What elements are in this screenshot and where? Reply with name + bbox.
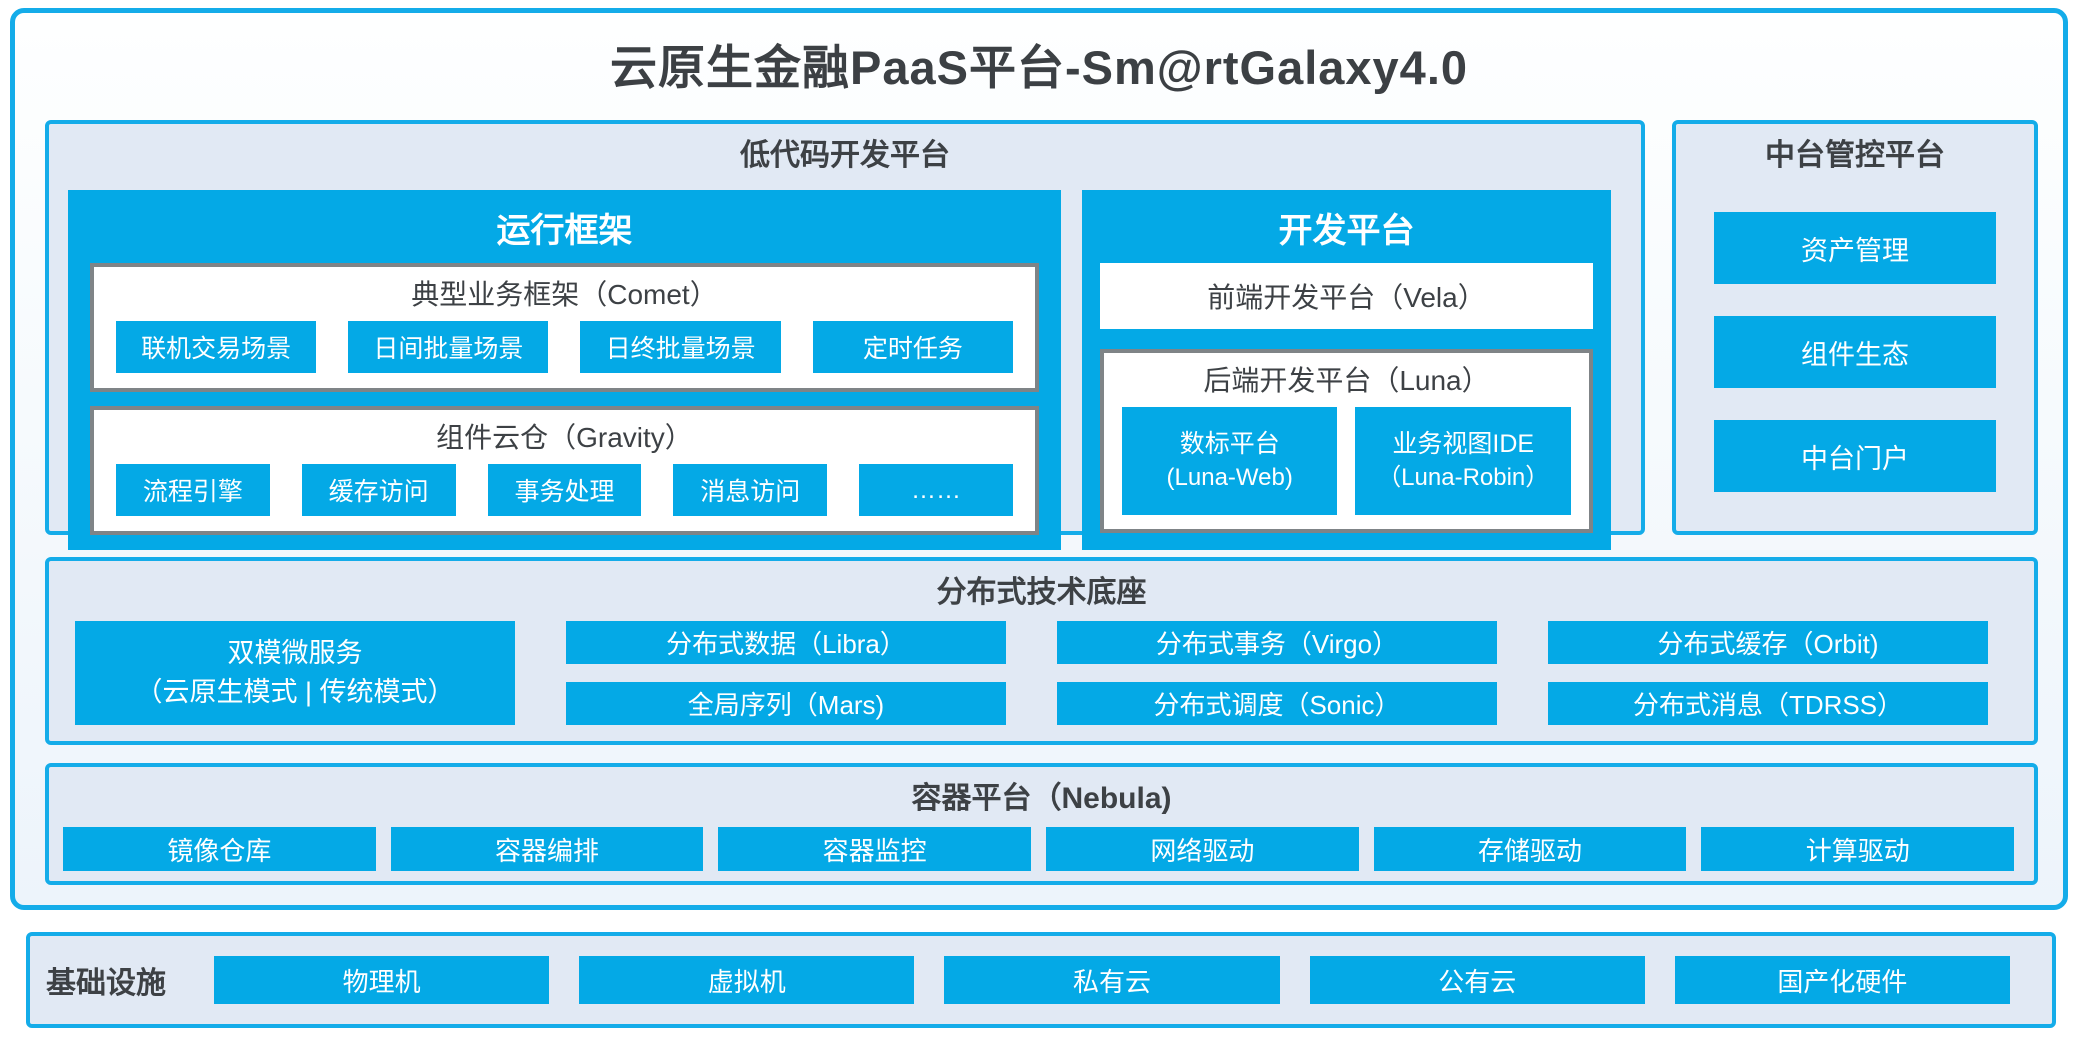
middle-office-item: 资产管理	[1714, 212, 1996, 284]
infrastructure-item: 物理机	[214, 956, 550, 1004]
page-title: 云原生金融PaaS平台-Sm@rtGalaxy4.0	[609, 41, 1469, 94]
infrastructure-item: 国产化硬件	[1674, 956, 2011, 1004]
diagram-outer-frame: 云原生金融PaaS平台-Sm@rtGalaxy4.0 低代码开发平台 运行框架 …	[10, 8, 2068, 910]
container-item: 网络驱动	[1046, 827, 1359, 871]
distributed-col-2: 分布式事务（Virgo） 分布式调度（Sonic）	[1057, 621, 1497, 725]
distributed-base-panel: 分布式技术底座 双模微服务 （云原生模式 | 传统模式） 分布式数据（Libra…	[45, 557, 2038, 745]
distributed-item: 分布式缓存（Orbit)	[1548, 621, 1988, 664]
gravity-warehouse-box: 组件云仓（Gravity） 流程引擎 缓存访问 事务处理 消息访问 ……	[90, 406, 1039, 535]
dev-platform-panel: 开发平台 前端开发平台（Vela） 后端开发平台（Luna） 数标平台 (Lun…	[1081, 190, 1611, 550]
luna-robin-code: （Luna-Robin）	[1377, 463, 1550, 491]
top-row: 低代码开发平台 运行框架 典型业务框架（Comet） 联机交易场景 日间批量场景…	[45, 120, 2038, 550]
gravity-item: 消息访问	[673, 464, 828, 516]
comet-chip-row: 联机交易场景 日间批量场景 日终批量场景 定时任务	[94, 321, 1035, 388]
comet-item: 日终批量场景	[580, 321, 781, 373]
container-platform-panel: 容器平台（Nebula) 镜像仓库 容器编排 容器监控 网络驱动 存储驱动 计算…	[45, 763, 2038, 885]
gravity-item: 事务处理	[487, 464, 642, 516]
container-item: 计算驱动	[1701, 827, 2015, 871]
middle-office-item: 组件生态	[1714, 316, 1996, 388]
distributed-item: 分布式消息（TDRSS）	[1548, 682, 1988, 725]
container-item: 存储驱动	[1373, 827, 1687, 871]
luna-web-item: 数标平台 (Luna-Web)	[1121, 407, 1338, 515]
infrastructure-title: 基础设施	[46, 967, 166, 1000]
dual-mode-line2: （云原生模式 | 传统模式）	[135, 677, 455, 707]
infrastructure-item: 私有云	[944, 956, 1280, 1004]
luna-robin-item: 业务视图IDE （Luna-Robin）	[1355, 407, 1572, 515]
luna-robin-name: 业务视图IDE	[1392, 429, 1535, 458]
gravity-item: 流程引擎	[116, 464, 270, 516]
distributed-base-title: 分布式技术底座	[936, 576, 1147, 609]
comet-item: 定时任务	[812, 321, 1013, 373]
infrastructure-items: 物理机 虚拟机 私有云 公有云 国产化硬件	[214, 956, 2011, 1004]
runtime-framework-panel: 运行框架 典型业务框架（Comet） 联机交易场景 日间批量场景 日终批量场景 …	[68, 190, 1061, 550]
gravity-item-ellipsis: ……	[859, 464, 1013, 516]
distributed-item: 分布式调度（Sonic）	[1057, 682, 1497, 725]
comet-item: 联机交易场景	[116, 321, 317, 373]
vela-frontend-box: 前端开发平台（Vela）	[1099, 263, 1593, 329]
distributed-item: 分布式数据（Libra）	[566, 621, 1006, 664]
container-platform-title: 容器平台（Nebula)	[911, 782, 1172, 815]
distributed-col-dual: 双模微服务 （云原生模式 | 传统模式）	[75, 621, 515, 725]
dual-mode-line1: 双模微服务	[227, 637, 363, 668]
middle-office-items: 资产管理 组件生态 中台门户	[1676, 176, 2034, 492]
lowcode-platform-title: 低代码开发平台	[740, 139, 950, 172]
distributed-col-3: 分布式缓存（Orbit) 分布式消息（TDRSS）	[1548, 621, 1988, 725]
infrastructure-item: 公有云	[1309, 956, 1645, 1004]
luna-backend-title: 后端开发平台（Luna）	[1203, 365, 1490, 396]
lowcode-platform-body: 运行框架 典型业务框架（Comet） 联机交易场景 日间批量场景 日终批量场景 …	[49, 176, 1641, 569]
infrastructure-item: 虚拟机	[579, 956, 915, 1004]
distributed-item: 全局序列（Mars)	[566, 682, 1006, 725]
middle-office-panel: 中台管控平台 资产管理 组件生态 中台门户	[1672, 120, 2038, 535]
dual-mode-microservice-box: 双模微服务 （云原生模式 | 传统模式）	[75, 621, 515, 725]
infrastructure-panel: 基础设施 物理机 虚拟机 私有云 公有云 国产化硬件	[26, 932, 2056, 1028]
container-item: 容器监控	[718, 827, 1032, 871]
luna-web-code: (Luna-Web)	[1166, 463, 1293, 491]
comet-item: 日间批量场景	[348, 321, 549, 373]
luna-backend-box: 后端开发平台（Luna） 数标平台 (Luna-Web) 业务视图IDE （Lu…	[1099, 349, 1593, 533]
luna-web-name: 数标平台	[1179, 429, 1280, 458]
middle-office-item: 中台门户	[1714, 420, 1996, 492]
distributed-base-body: 双模微服务 （云原生模式 | 传统模式） 分布式数据（Libra） 全局序列（M…	[49, 613, 2034, 741]
container-item: 镜像仓库	[63, 827, 376, 871]
container-platform-items: 镜像仓库 容器编排 容器监控 网络驱动 存储驱动 计算驱动	[49, 819, 2034, 881]
lowcode-platform-panel: 低代码开发平台 运行框架 典型业务框架（Comet） 联机交易场景 日间批量场景…	[45, 120, 1645, 550]
gravity-warehouse-title: 组件云仓（Gravity）	[436, 422, 693, 453]
comet-framework-box: 典型业务框架（Comet） 联机交易场景 日间批量场景 日终批量场景 定时任务	[90, 263, 1039, 392]
middle-office-title: 中台管控平台	[1765, 139, 1945, 172]
gravity-item: 缓存访问	[301, 464, 456, 516]
distributed-col-1: 分布式数据（Libra） 全局序列（Mars)	[566, 621, 1006, 725]
container-item: 容器编排	[390, 827, 704, 871]
gravity-chip-row: 流程引擎 缓存访问 事务处理 消息访问 ……	[94, 464, 1035, 531]
distributed-item: 分布式事务（Virgo）	[1057, 621, 1497, 664]
luna-chip-row: 数标平台 (Luna-Web) 业务视图IDE （Luna-Robin）	[1104, 407, 1589, 529]
comet-framework-title: 典型业务框架（Comet）	[411, 279, 718, 310]
runtime-framework-title: 运行框架	[496, 212, 633, 250]
dev-platform-title: 开发平台	[1278, 212, 1415, 250]
